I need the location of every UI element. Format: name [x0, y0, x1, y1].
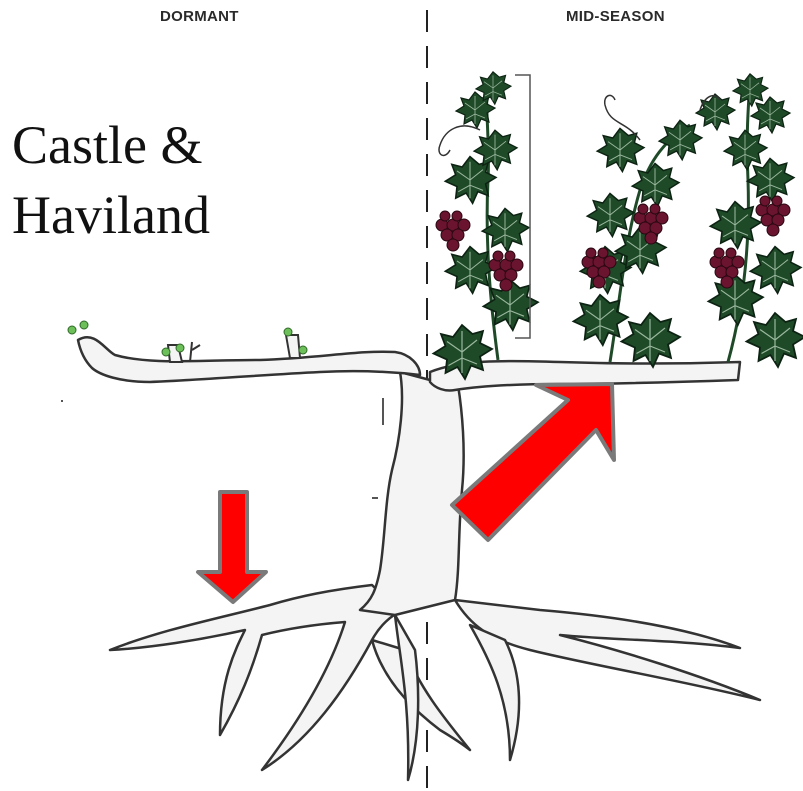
dormant-label: DORMANT — [160, 8, 239, 25]
down-arrow — [198, 492, 266, 602]
caption-line-1: Castle & — [12, 110, 210, 180]
root-system — [110, 585, 760, 780]
dormant-cane — [78, 337, 420, 382]
up-right-arrow — [452, 384, 614, 540]
caption: Castle & Haviland — [12, 110, 210, 250]
trunk — [360, 372, 464, 615]
small-marks — [62, 398, 383, 498]
mid-season-label: MID-SEASON — [566, 8, 665, 25]
caption-line-2: Haviland — [12, 180, 210, 250]
